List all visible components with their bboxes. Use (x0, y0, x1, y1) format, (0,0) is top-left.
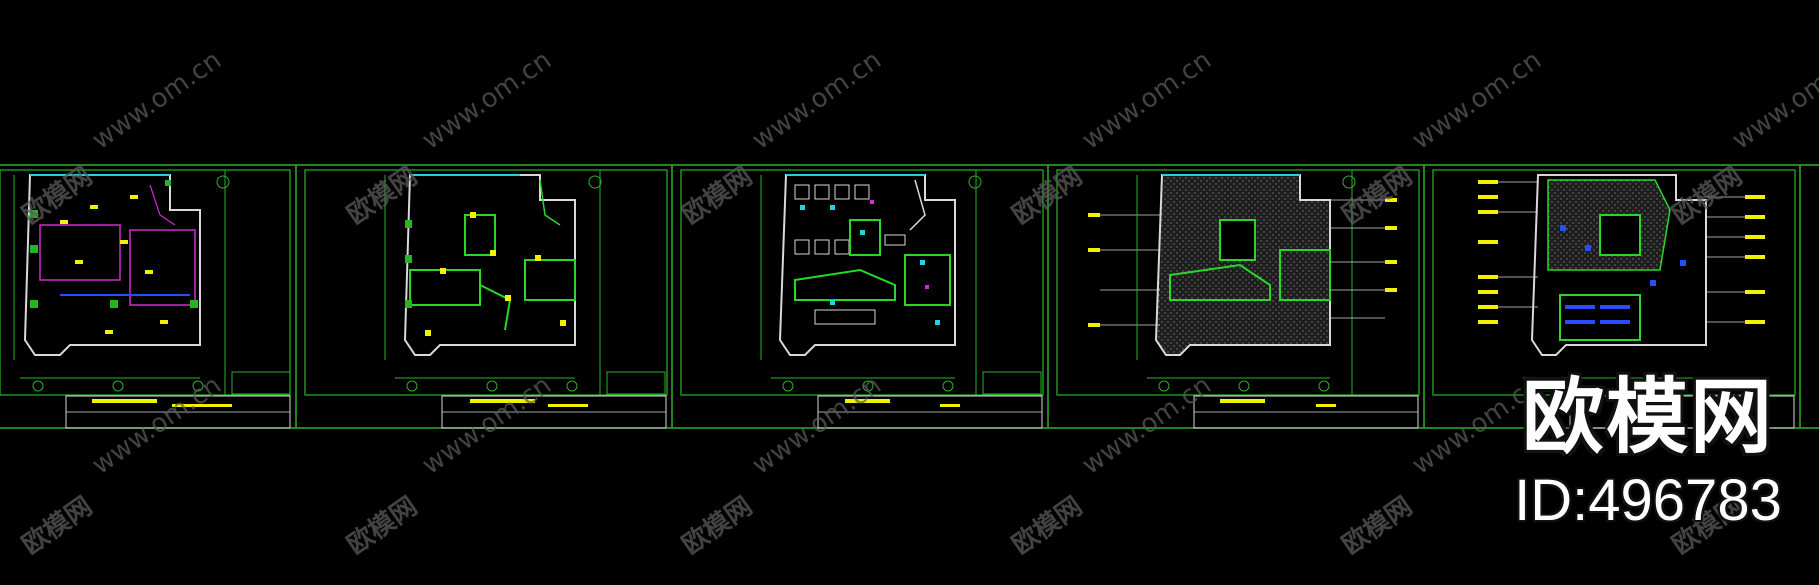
model-id-label: ID:496783 (1514, 468, 1782, 533)
brand-title: 欧模网 (1521, 370, 1774, 465)
sheet-2-partition-plan (304, 169, 668, 429)
sheet-3-furniture-plan (680, 169, 1044, 429)
brand-watermark: 欧模网 ID:496783 (1488, 370, 1808, 560)
sheet-1-wall-layout (0, 169, 291, 429)
sheet-5-ceiling-plan (1432, 169, 1796, 429)
sheet-4-floor-plan (1056, 169, 1420, 429)
